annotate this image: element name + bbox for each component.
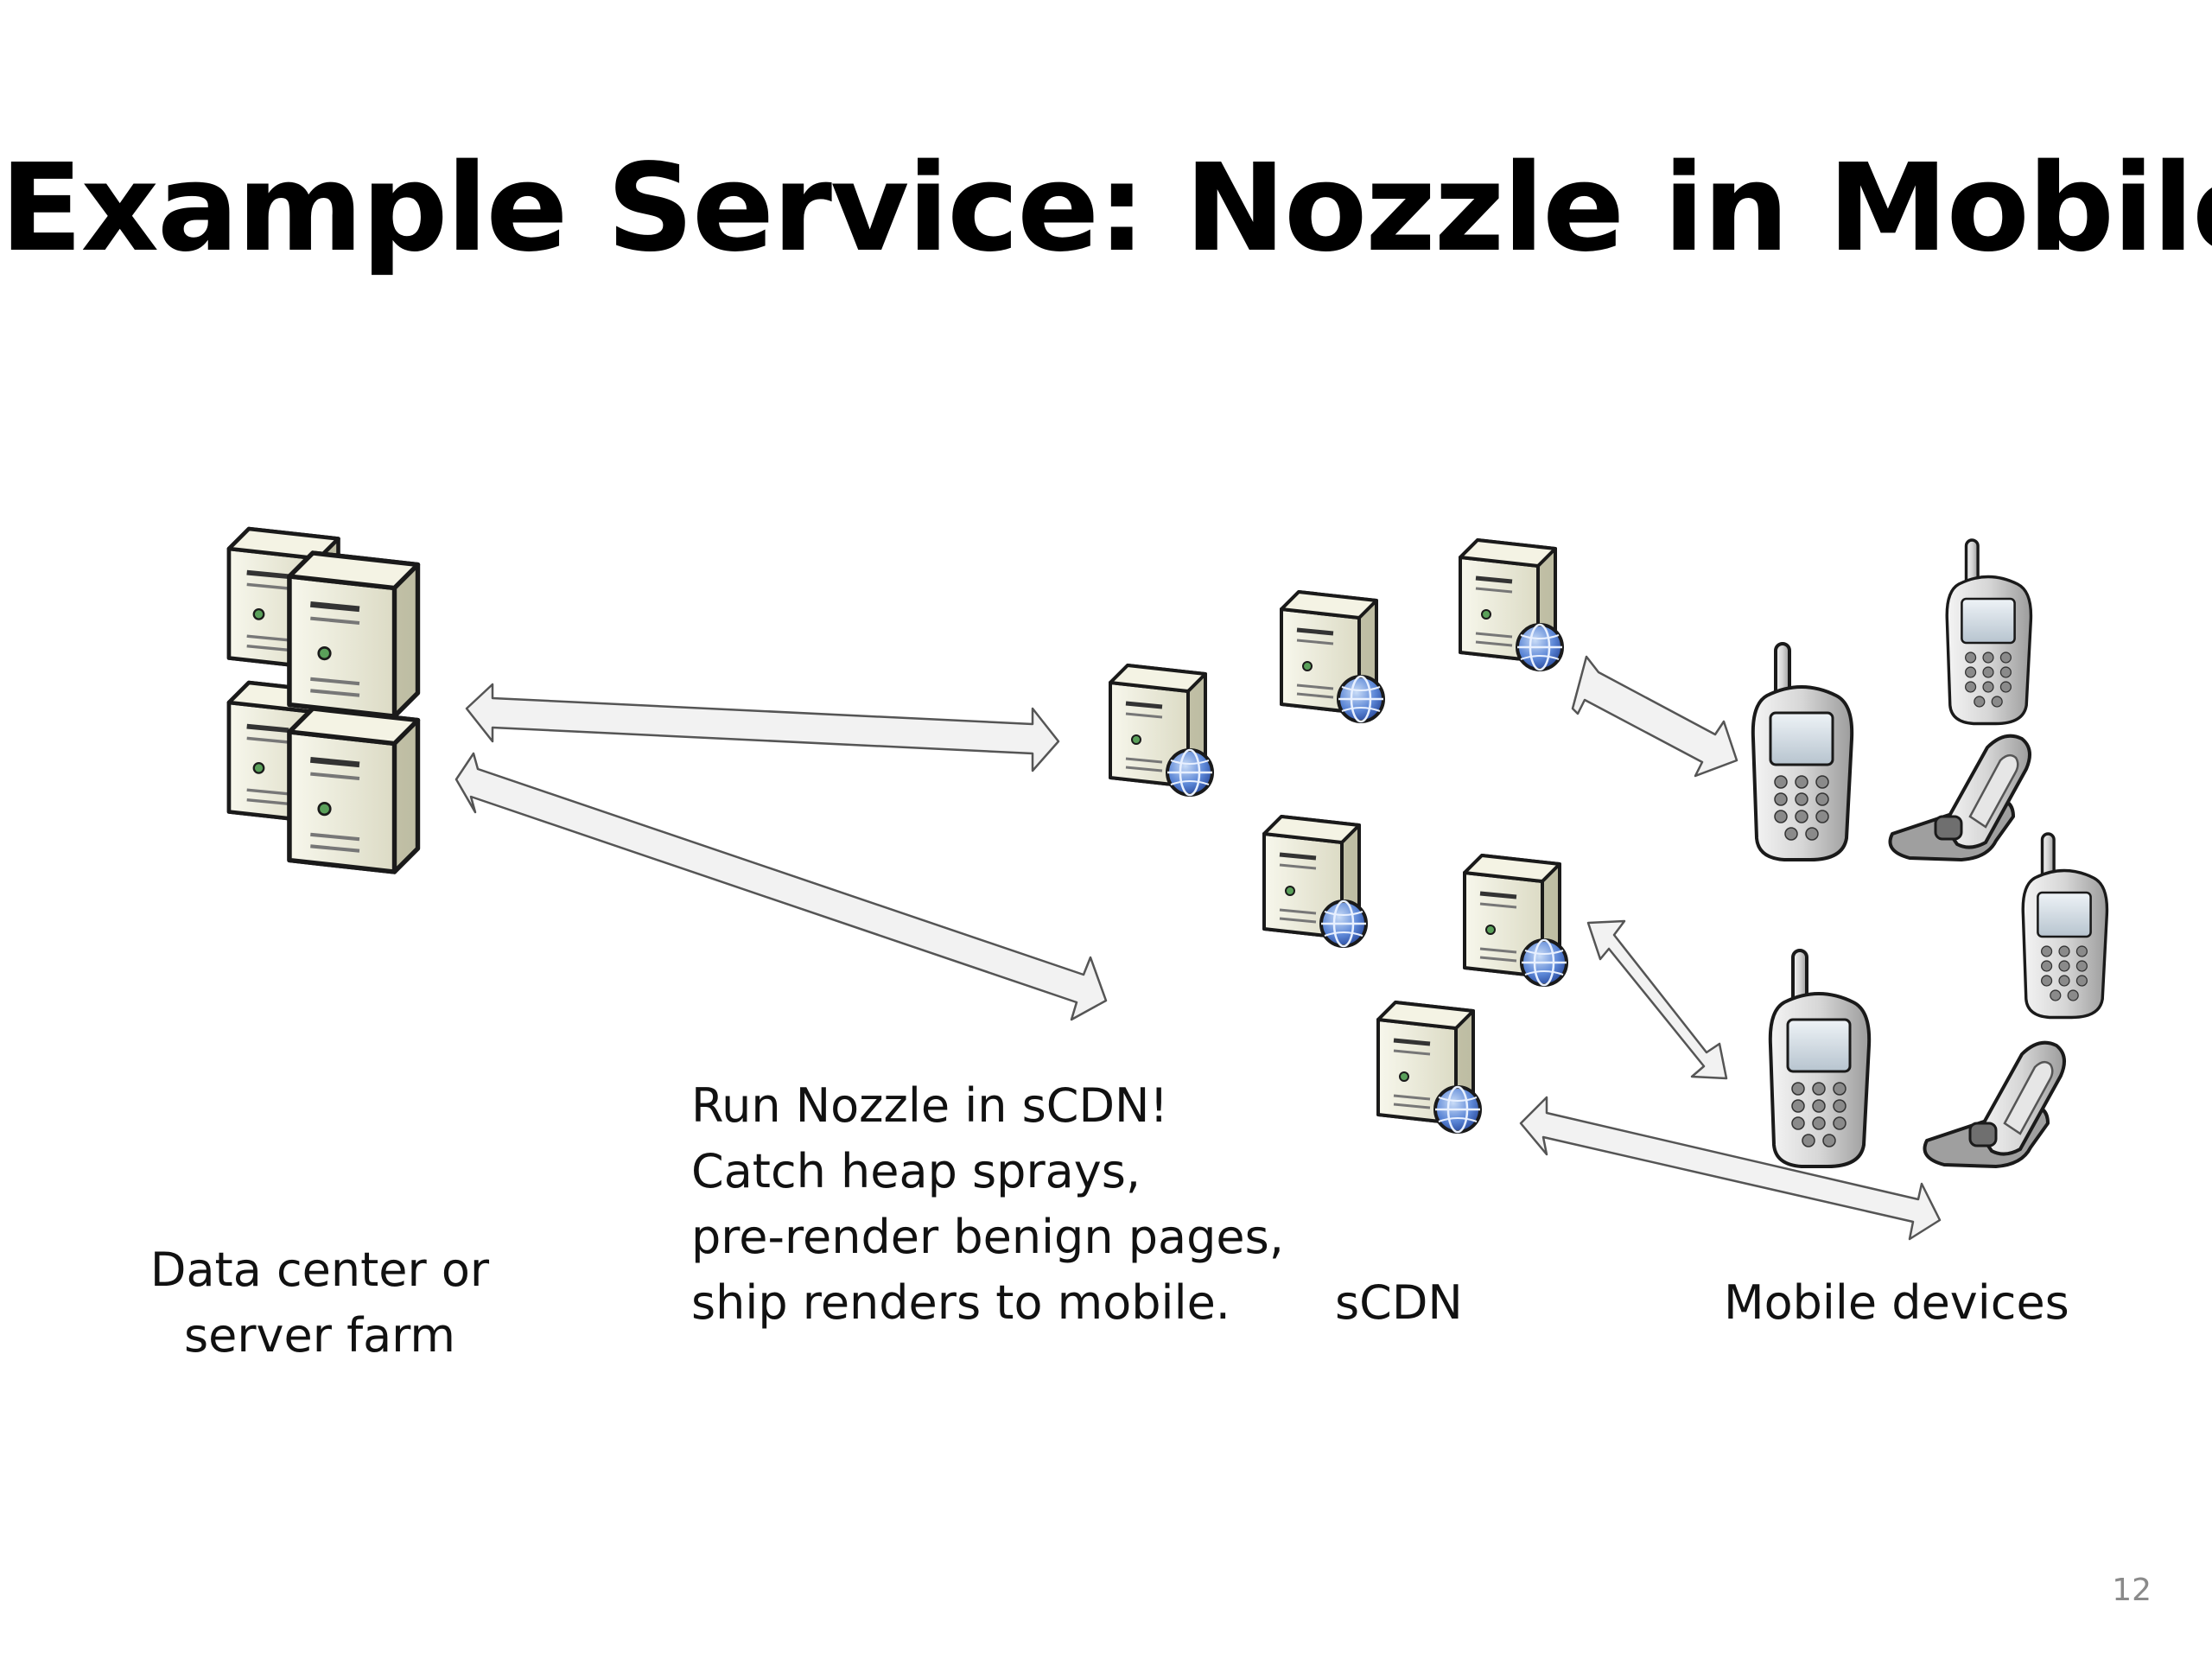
server-farm-icon [229,529,418,872]
flip-phone-icon [1923,1040,2066,1168]
scdn-label: sCDN [1335,1275,1463,1330]
web-server-icon [1281,592,1383,721]
web-server-icon [1460,540,1562,670]
web-server-icon [1378,1002,1480,1132]
datacenter-label-line2: server farm [183,1308,456,1363]
note-line-4: ship renders to mobile. [691,1275,1230,1330]
nozzle-note: Run Nozzle in sCDN! Catch heap sprays, p… [691,1073,1284,1336]
cell-phone-icon [2021,832,2109,1020]
cell-phone-icon [1945,538,2033,726]
datacenter-label-line1: Data center or [149,1243,490,1297]
datacenter-label: Data center or server farm [147,1237,493,1369]
flip-phone-icon [1888,734,2031,861]
slide-title: Example Service: Nozzle in Mobile [0,138,2212,279]
arrow-farm-to-scdn-bottom [454,752,1108,1021]
arrow-scdn-to-phone-top [1571,655,1738,778]
arrow-scdn-to-phone-middle [1586,919,1728,1080]
note-line-3: pre-render benign pages, [691,1210,1284,1264]
page-number: 12 [2112,1573,2152,1608]
arrow-farm-to-scdn-top [465,683,1060,772]
cell-phone-icon [1768,949,1872,1168]
note-line-2: Catch heap sprays, [691,1144,1141,1198]
cell-phone-icon [1751,642,1854,861]
web-server-icon [1264,817,1366,946]
note-line-1: Run Nozzle in sCDN! [691,1078,1169,1133]
web-server-icon [1465,855,1567,985]
web-server-icon [1110,665,1212,795]
mobile-devices-label: Mobile devices [1724,1275,2069,1330]
arrow-scdn-to-flip-bottom [1519,1096,1942,1241]
